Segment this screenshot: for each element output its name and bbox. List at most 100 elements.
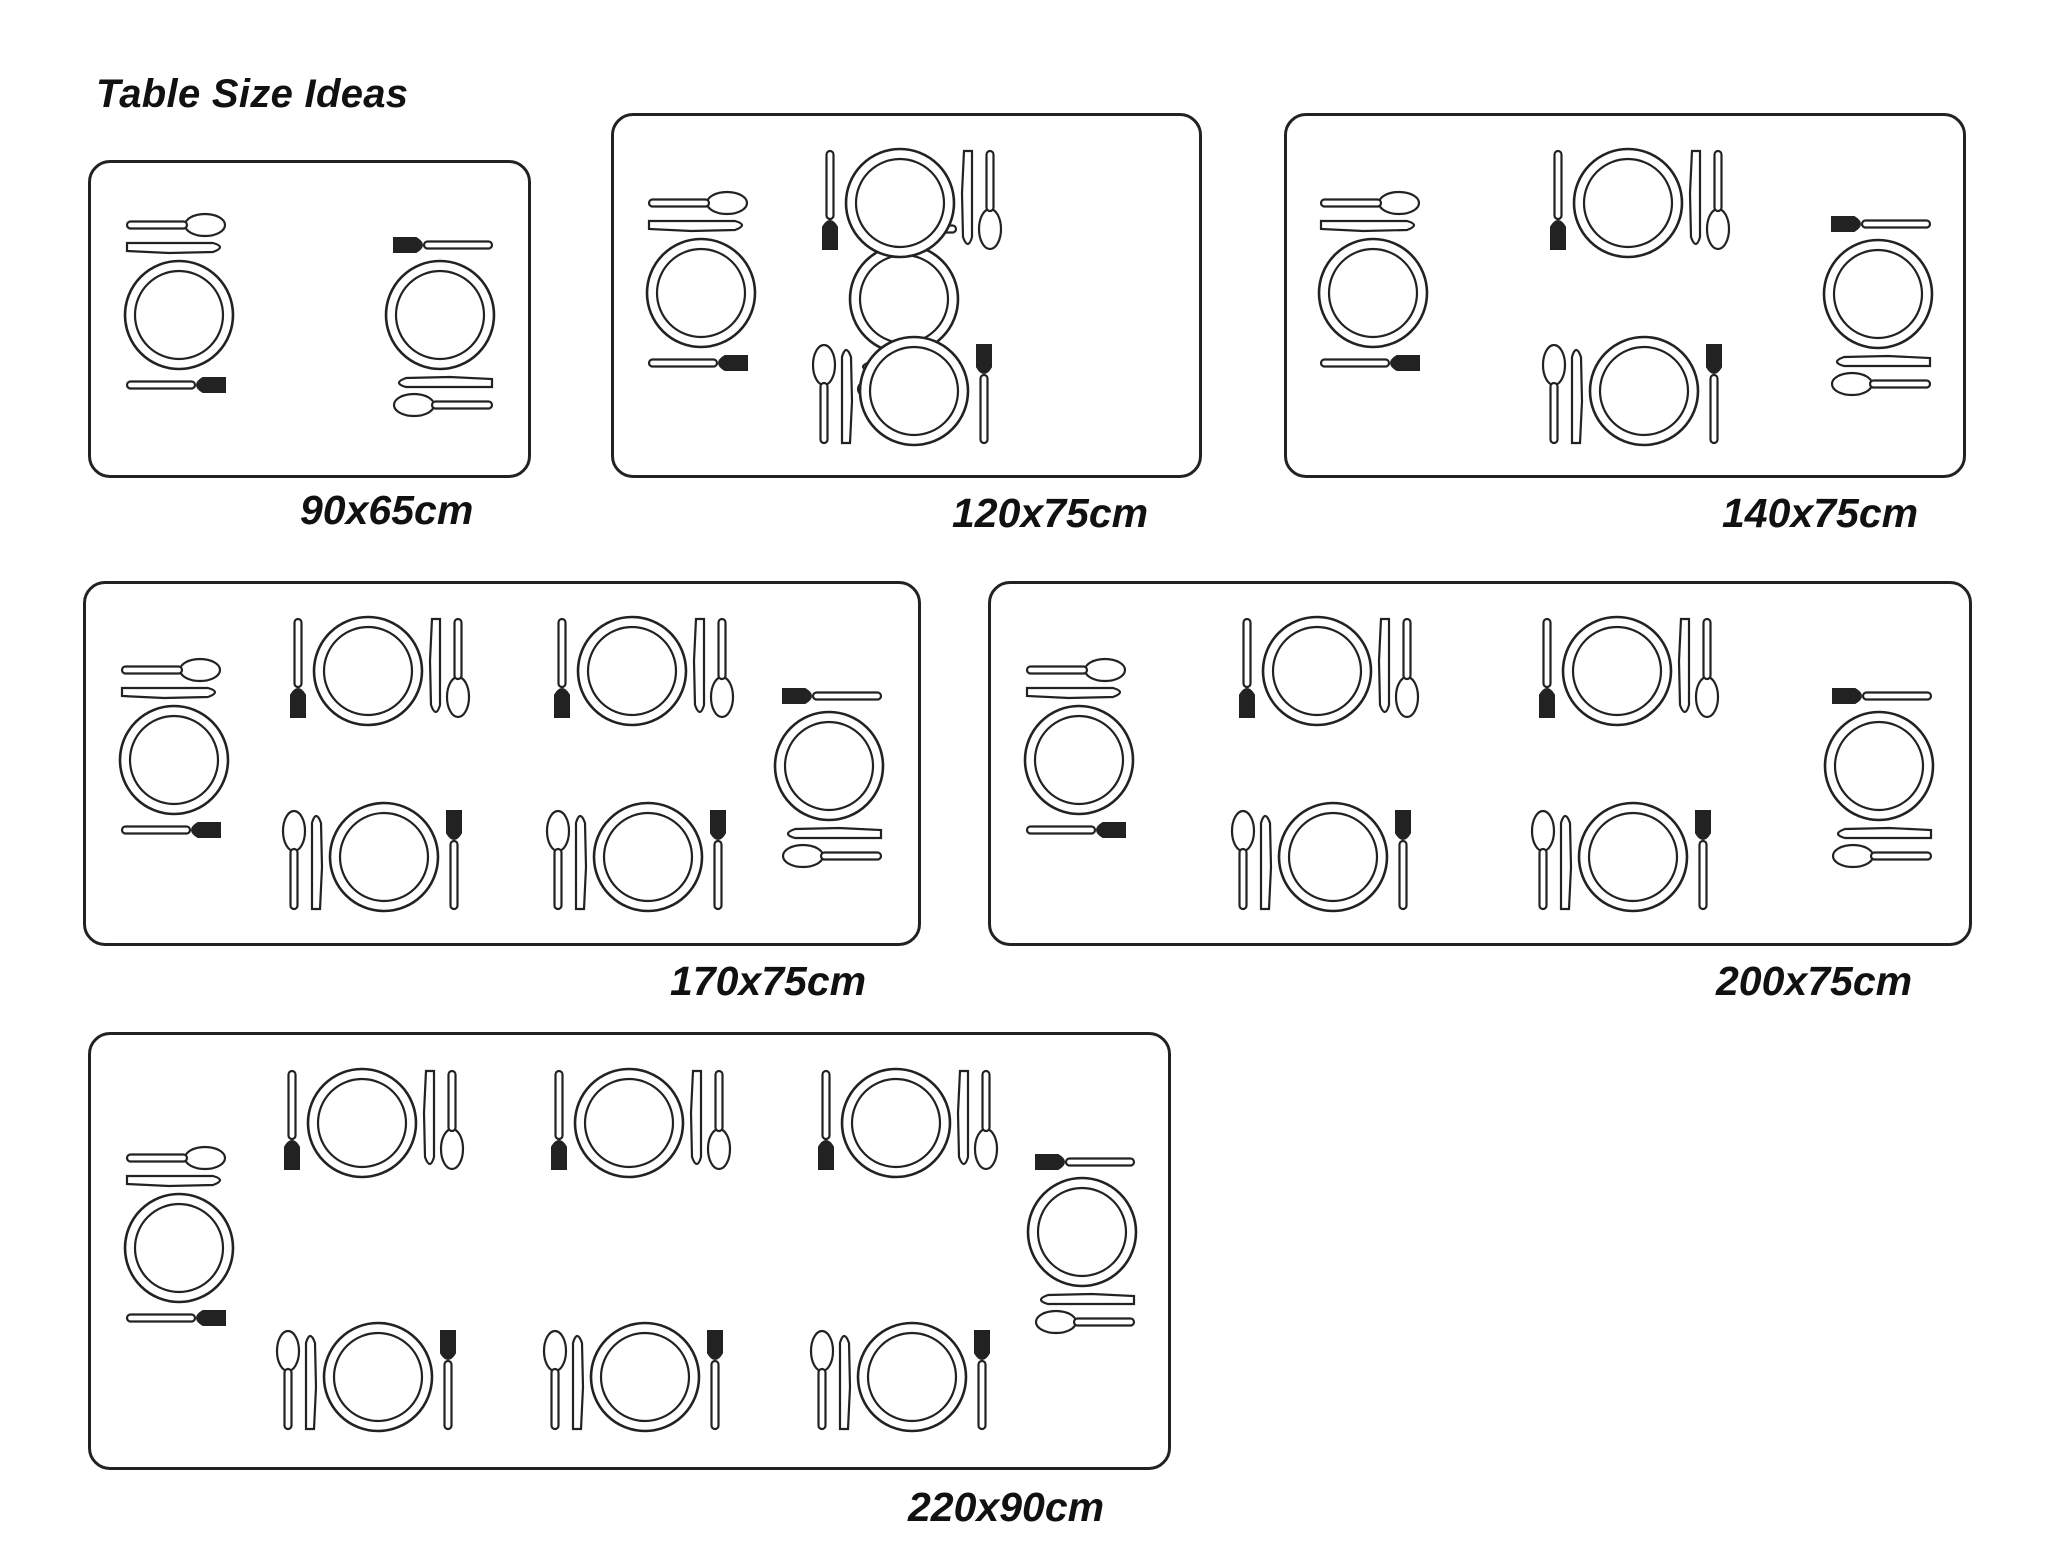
place-setting-icon (1023, 657, 1135, 838)
knife-icon (428, 617, 442, 714)
plate-icon (1277, 801, 1389, 913)
plate-icon (858, 335, 970, 447)
place-setting-icon (773, 688, 885, 869)
plate-icon (1561, 615, 1673, 727)
place-setting (118, 657, 230, 838)
spoon-icon (1025, 657, 1127, 683)
knife-icon (1688, 149, 1702, 246)
fork-icon (1025, 822, 1126, 838)
place-setting (809, 1321, 990, 1433)
place-setting (811, 335, 992, 447)
spoon-icon (445, 617, 471, 719)
place-setting (645, 190, 757, 371)
spoon-icon (809, 1329, 835, 1431)
fork-icon (284, 1069, 300, 1170)
spoon-icon (392, 392, 494, 418)
plate-icon (1261, 615, 1373, 727)
plate-icon (1023, 704, 1135, 816)
spoon-icon (1530, 809, 1556, 911)
spoon-icon (973, 1069, 999, 1171)
fork-icon (446, 810, 462, 911)
knife-icon (574, 814, 588, 911)
knife-icon (1377, 617, 1391, 714)
place-setting-icon (645, 190, 757, 371)
fork-icon (1239, 617, 1255, 718)
place-setting-icon (1822, 216, 1934, 397)
knife-icon (310, 814, 324, 911)
place-setting (384, 237, 496, 418)
place-setting (1822, 216, 1934, 397)
place-setting (551, 1067, 732, 1179)
place-setting (1539, 615, 1720, 727)
plate-icon (645, 237, 757, 349)
place-setting (1823, 688, 1935, 869)
place-setting-icon (1317, 190, 1429, 371)
plate-icon (592, 801, 704, 913)
knife-icon (1570, 348, 1584, 445)
knife-icon (840, 348, 854, 445)
place-setting-icon (123, 1145, 235, 1326)
spoon-icon (1831, 843, 1933, 869)
place-setting-icon (118, 657, 230, 838)
place-setting-icon (545, 801, 726, 913)
plate-icon (1577, 801, 1689, 913)
fork-icon (1832, 688, 1933, 704)
place-setting (773, 688, 885, 869)
plate-icon (573, 1067, 685, 1179)
knife-icon (689, 1069, 703, 1166)
size-label-200x75: 200x75cm (1716, 958, 1913, 1004)
fork-icon (1539, 617, 1555, 718)
place-setting (1550, 147, 1731, 259)
place-setting-icon (284, 1067, 465, 1179)
fork-icon (710, 810, 726, 911)
place-setting-icon (1550, 147, 1731, 259)
plate-icon (1572, 147, 1684, 259)
fork-icon (120, 822, 221, 838)
knife-icon (125, 241, 222, 255)
place-setting (542, 1321, 723, 1433)
fork-icon (976, 344, 992, 445)
fork-icon (1319, 355, 1420, 371)
spoon-icon (1230, 809, 1256, 911)
place-setting (545, 801, 726, 913)
spoon-icon (1694, 617, 1720, 719)
place-setting (284, 1067, 465, 1179)
plate-icon (1317, 237, 1429, 349)
place-setting (123, 212, 235, 393)
place-setting-icon (1026, 1154, 1138, 1335)
knife-icon (1836, 826, 1933, 840)
spoon-icon (647, 190, 749, 216)
fork-icon (1550, 149, 1566, 250)
knife-icon (1835, 354, 1932, 368)
place-setting (554, 615, 735, 727)
plate-icon (1588, 335, 1700, 447)
knife-icon (571, 1334, 585, 1431)
spoon-icon (1541, 343, 1567, 445)
size-label-120x75: 120x75cm (952, 490, 1149, 536)
fork-icon (818, 1069, 834, 1170)
place-setting (822, 147, 1003, 259)
place-setting (290, 615, 471, 727)
spoon-icon (125, 1145, 227, 1171)
fork-icon (125, 377, 226, 393)
spoon-icon (1705, 149, 1731, 251)
plate-icon (848, 243, 960, 355)
plate-icon (306, 1067, 418, 1179)
fork-icon (393, 237, 494, 253)
place-setting-icon (1239, 615, 1420, 727)
plate-icon (123, 1192, 235, 1304)
knife-icon (1039, 1292, 1136, 1306)
knife-icon (956, 1069, 970, 1166)
place-setting (1023, 657, 1135, 838)
spoon-icon (781, 843, 883, 869)
place-setting-icon (1541, 335, 1722, 447)
fork-icon (1035, 1154, 1136, 1170)
place-setting (818, 1067, 999, 1179)
plate-icon (1822, 238, 1934, 350)
plate-icon (384, 259, 496, 371)
fork-icon (1706, 344, 1722, 445)
plate-icon (312, 615, 424, 727)
place-setting-icon (1823, 688, 1935, 869)
fork-icon (707, 1330, 723, 1431)
place-setting-icon (542, 1321, 723, 1433)
